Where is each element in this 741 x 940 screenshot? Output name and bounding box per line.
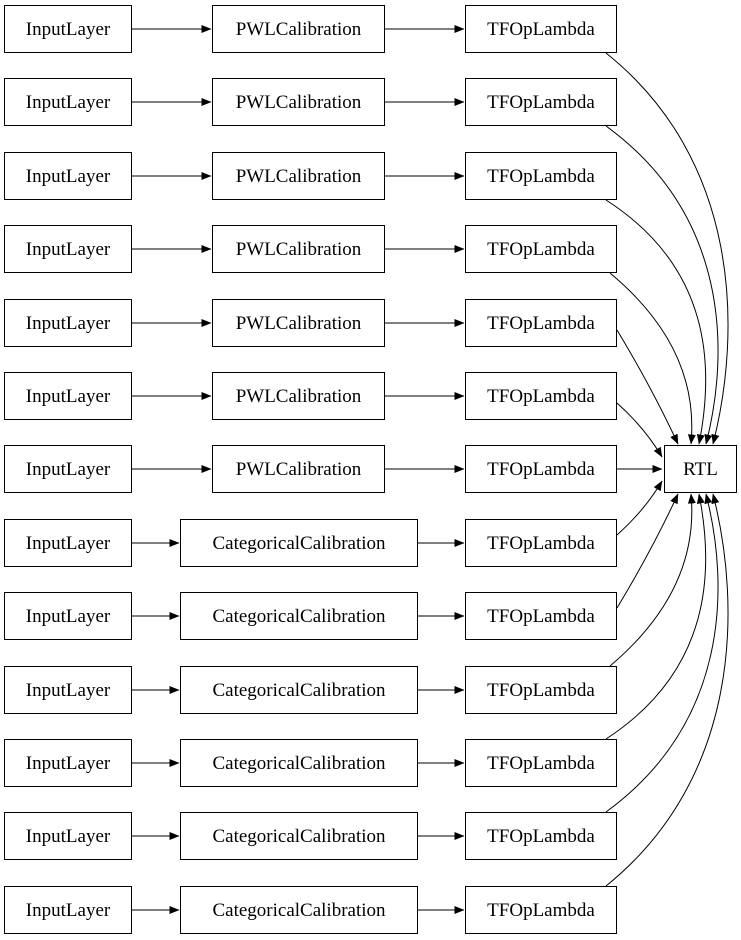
edge-lambda-to-rtl-9	[609, 493, 696, 667]
node-inputlayer: InputLayer	[4, 5, 132, 53]
node-inputlayer: InputLayer	[4, 812, 132, 860]
node-categoricalcalibration: CategoricalCalibration	[180, 886, 418, 934]
node-inputlayer: InputLayer	[4, 78, 132, 126]
node-tfoplambda: TFOpLambda	[465, 225, 617, 273]
edge-lambda-to-rtl-11	[605, 493, 719, 813]
node-tfoplambda: TFOpLambda	[465, 445, 617, 493]
node-inputlayer: InputLayer	[4, 225, 132, 273]
edge-lambda-to-rtl-7	[616, 480, 663, 536]
node-inputlayer: InputLayer	[4, 592, 132, 640]
node-inputlayer: InputLayer	[4, 299, 132, 347]
edge-lambda-to-rtl-10	[605, 493, 707, 740]
node-inputlayer: InputLayer	[4, 445, 132, 493]
node-tfoplambda: TFOpLambda	[465, 886, 617, 934]
node-tfoplambda: TFOpLambda	[465, 152, 617, 200]
node-pwlcalibration: PWLCalibration	[212, 5, 385, 53]
node-inputlayer: InputLayer	[4, 739, 132, 787]
node-rtl: RTL	[664, 445, 737, 493]
edge-lambda-to-rtl-12	[605, 493, 729, 887]
node-inputlayer: InputLayer	[4, 152, 132, 200]
node-tfoplambda: TFOpLambda	[465, 372, 617, 420]
node-pwlcalibration: PWLCalibration	[212, 78, 385, 126]
node-inputlayer: InputLayer	[4, 886, 132, 934]
node-pwlcalibration: PWLCalibration	[212, 445, 385, 493]
node-pwlcalibration: PWLCalibration	[212, 152, 385, 200]
node-pwlcalibration: PWLCalibration	[212, 299, 385, 347]
node-categoricalcalibration: CategoricalCalibration	[180, 592, 418, 640]
node-categoricalcalibration: CategoricalCalibration	[180, 666, 418, 714]
node-inputlayer: InputLayer	[4, 372, 132, 420]
node-tfoplambda: TFOpLambda	[465, 666, 617, 714]
edge-lambda-to-rtl-5	[616, 402, 663, 458]
edge-lambda-to-rtl-8	[616, 493, 679, 609]
edge-lambda-to-rtl-3	[609, 272, 696, 445]
edge-lambda-to-rtl-2	[605, 199, 707, 445]
node-tfoplambda: TFOpLambda	[465, 5, 617, 53]
node-tfoplambda: TFOpLambda	[465, 812, 617, 860]
node-inputlayer: InputLayer	[4, 666, 132, 714]
node-categoricalcalibration: CategoricalCalibration	[180, 519, 418, 567]
node-tfoplambda: TFOpLambda	[465, 299, 617, 347]
node-pwlcalibration: PWLCalibration	[212, 372, 385, 420]
node-tfoplambda: TFOpLambda	[465, 78, 617, 126]
edge-lambda-to-rtl-4	[616, 329, 679, 445]
node-tfoplambda: TFOpLambda	[465, 519, 617, 567]
node-tfoplambda: TFOpLambda	[465, 592, 617, 640]
node-inputlayer: InputLayer	[4, 519, 132, 567]
edge-lambda-to-rtl-1	[605, 125, 719, 445]
node-tfoplambda: TFOpLambda	[465, 739, 617, 787]
node-categoricalcalibration: CategoricalCalibration	[180, 739, 418, 787]
node-pwlcalibration: PWLCalibration	[212, 225, 385, 273]
node-categoricalcalibration: CategoricalCalibration	[180, 812, 418, 860]
edge-lambda-to-rtl-0	[605, 52, 729, 445]
